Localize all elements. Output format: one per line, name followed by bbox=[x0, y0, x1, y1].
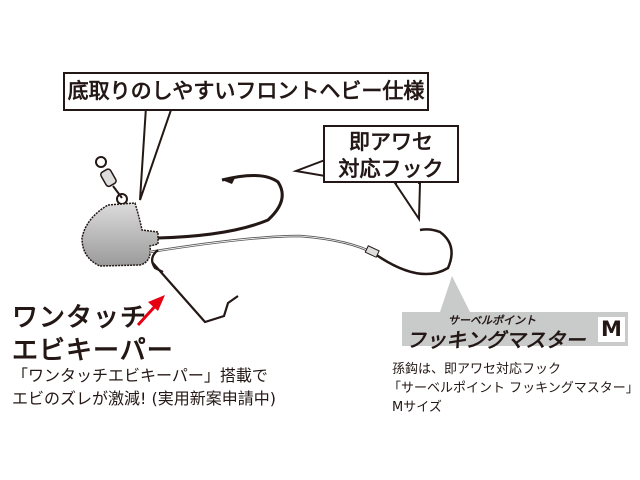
keeper-title-line1: ワンタッチ bbox=[12, 303, 148, 333]
callout-tail-front bbox=[139, 106, 174, 201]
callout-tail-hook-left bbox=[292, 158, 326, 178]
hook-desc-line2: 「サーベルポイント フッキングマスター」 bbox=[388, 381, 639, 396]
main-hook bbox=[157, 174, 284, 240]
brand-badge bbox=[402, 312, 628, 346]
shrimp-keeper-wire bbox=[151, 249, 239, 324]
keeper-desc-line1: 「ワンタッチエビキーパー」搭載で bbox=[12, 366, 268, 385]
callout-hook-line1: 即アワセ bbox=[349, 130, 433, 154]
hook-desc-line3: Mサイズ bbox=[392, 400, 442, 415]
callout-front-heavy-text: 底取りのしやすいフロントヘビー仕様 bbox=[67, 79, 425, 103]
brand-tail bbox=[440, 276, 470, 312]
brand-name: フッキングマスター bbox=[406, 328, 586, 352]
brand-sub: サーベルポイント bbox=[448, 314, 536, 327]
callout-tail-hook-bottom bbox=[393, 182, 422, 223]
callout-front-heavy: 底取りのしやすいフロントヘビー仕様 bbox=[63, 72, 429, 111]
swivel-icon bbox=[95, 156, 128, 205]
sinker-head bbox=[81, 202, 159, 267]
stinger-hook bbox=[374, 228, 453, 276]
leader-line bbox=[149, 234, 376, 256]
callout-hook: 即アワセ 対応フック bbox=[323, 125, 459, 183]
brand-size: M bbox=[598, 317, 625, 342]
arrow-icon bbox=[136, 295, 165, 327]
hook-desc-line1: 孫鈎は、即アワセ対応フック bbox=[392, 362, 562, 377]
keeper-desc-line2: エビのズレが激減! (実用新案申請中) bbox=[12, 389, 276, 408]
callout-hook-line2: 対応フック bbox=[338, 157, 444, 181]
keeper-title-line2: エビキーパー bbox=[12, 336, 174, 366]
